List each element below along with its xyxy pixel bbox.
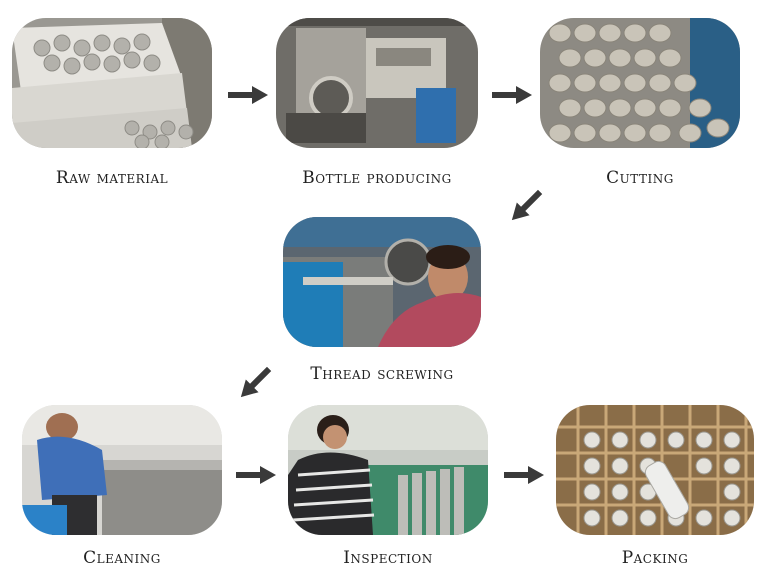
photo-inspection [288, 405, 488, 535]
photo-cleaning [22, 405, 222, 535]
step-label-thread-screwing: Thread screwing [310, 364, 454, 384]
photo-cutting [540, 18, 740, 148]
arrow-right-4 [504, 465, 544, 485]
photo-packing [556, 405, 754, 535]
arrow-down-left-2 [234, 362, 276, 404]
arrow-down-left-1 [505, 185, 547, 227]
step-label-packing: Packing [621, 548, 689, 568]
arrow-right-3 [236, 465, 276, 485]
photo-raw-material [12, 18, 212, 148]
step-label-cutting: Cutting [606, 168, 674, 188]
step-label-cleaning: Cleaning [83, 548, 161, 568]
arrow-right-2 [492, 85, 532, 105]
arrow-right-1 [228, 85, 268, 105]
step-label-inspection: Inspection [343, 548, 433, 568]
photo-bottle-producing [276, 18, 478, 148]
step-label-bottle-producing: Bottle producing [302, 168, 452, 188]
step-label-raw-material: Raw material [55, 168, 169, 188]
photo-thread-screwing [283, 217, 481, 347]
